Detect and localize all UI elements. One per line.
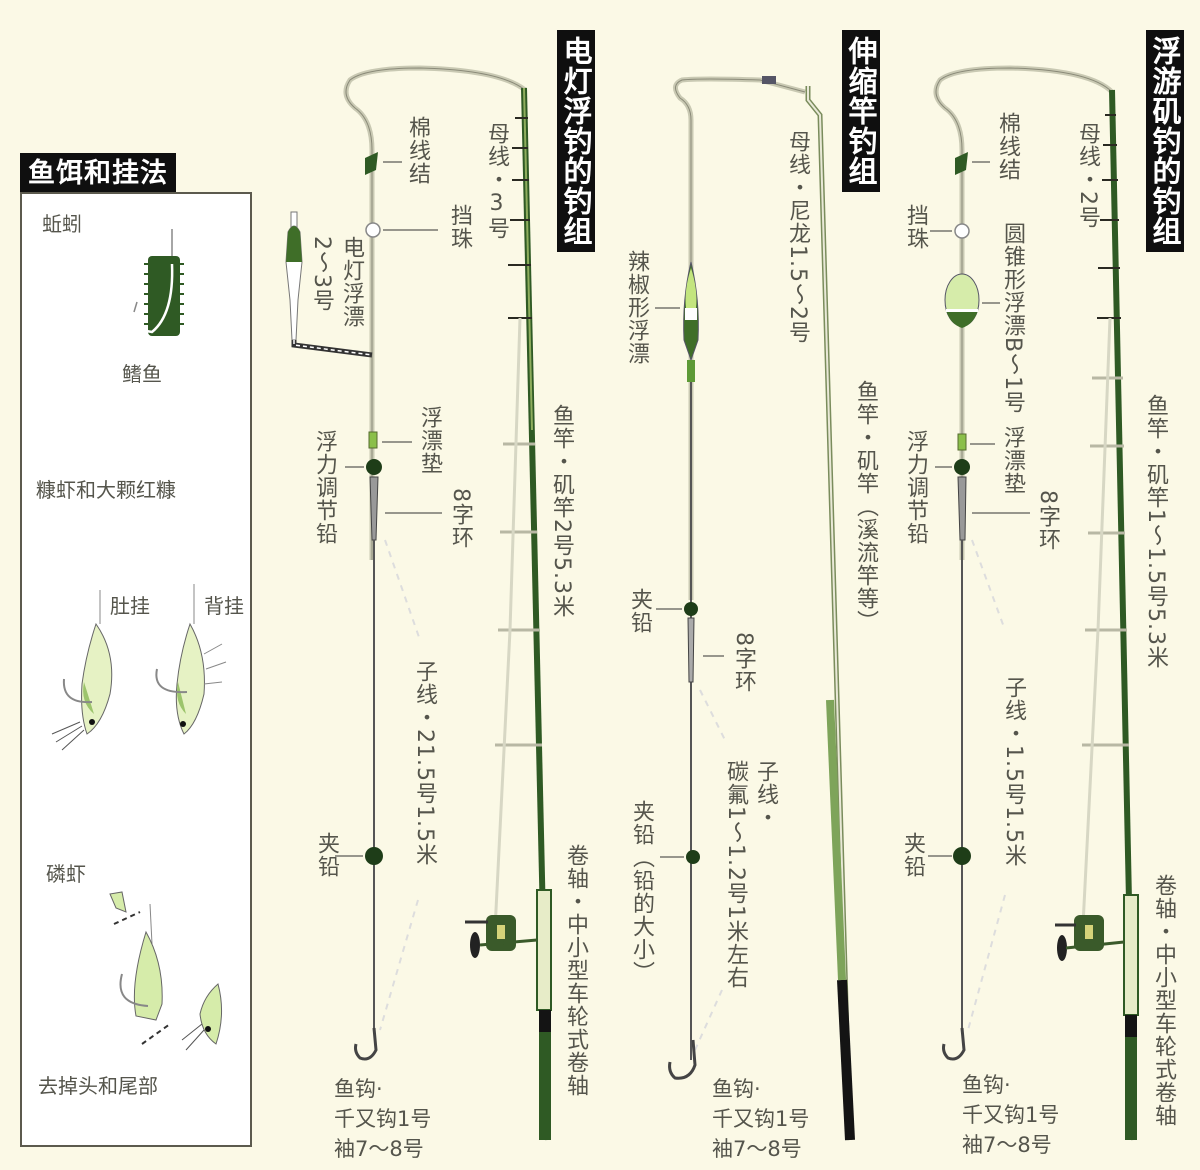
earthworm-on-hook-icon [132, 229, 184, 336]
bait-krill-label: 磷虾 [46, 862, 86, 886]
rig1-graphic [285, 65, 552, 1141]
rig3-rod-label: 鱼竿・矶竿1～1.5号5.3米 [1143, 394, 1168, 669]
rig1-float-label: 电灯浮漂 [339, 236, 364, 328]
bait-panel: 蚯蚓 鳍鱼 糠虾和大颗红糠 肚挂 背挂 磷虾 [20, 192, 252, 1147]
rig3-hook-label: 鱼钩· 千又钩1号 袖7～8号 [962, 1073, 1060, 1157]
rig1-buoyancy-sinker-label: 浮力调节铅 [312, 430, 337, 545]
rig2-leader-label-1: 子线・ [753, 760, 778, 829]
rig2-split-shot-upper-label: 夹铅 [627, 588, 652, 634]
rig2-rod-label: 鱼竿・矶竿（溪流竿等） [853, 380, 878, 633]
rig1-hook-label: 鱼钩· 千又钩1号 袖7～8号 [334, 1077, 432, 1161]
hook-style-back-label: 背挂 [204, 594, 244, 618]
reel-icon-2 [1055, 915, 1125, 961]
rig1-title: 电灯浮钓的钓组 [557, 30, 595, 252]
rig1-leader-label: 子线・21.5号1.5米 [412, 660, 437, 866]
rig1-swivel-label: 8字环 [448, 488, 473, 549]
rig2-swivel-label: 8字环 [731, 632, 756, 693]
rig2-graphic [655, 76, 855, 1141]
bait-earthworm-label: 蚯蚓 [42, 212, 82, 236]
rig2-float-label: 辣椒形浮漂 [624, 250, 649, 365]
rig3-split-shot-label: 夹铅 [900, 832, 925, 878]
rig2-leader-label-2: 碳氟1～1.2号1米左右 [723, 760, 748, 989]
rig3-float-cushion-label: 浮漂垫 [1000, 426, 1025, 495]
rig3-graphic [928, 65, 1139, 1141]
rig1-cotton-knot-label: 棉线结 [405, 116, 430, 185]
rig2-split-shot-lower-label: 夹铅（铅的大小） [629, 800, 654, 984]
rig2-main-line-label: 母线・尼龙1.5～2号 [785, 130, 810, 344]
rig3-cotton-knot-label: 棉线结 [995, 112, 1020, 181]
rig2-hook-label: 鱼钩· 千又钩1号 袖7～8号 [712, 1077, 810, 1161]
rig1-float-size-label: 2～3号 [309, 236, 334, 312]
rig3-buoyancy-sinker-label: 浮力调节铅 [903, 430, 928, 545]
rig3-main-line-label: 母线・2号 [1075, 122, 1100, 229]
rig3-stopper-bead-label: 挡珠 [903, 204, 928, 250]
rig3-float-label: 圆锥形浮漂B～1号 [1000, 222, 1025, 415]
rig1-rod-label: 鱼竿・矶竿2号5.3米 [549, 404, 574, 618]
bait-krill-note: 去掉头和尾部 [38, 1074, 158, 1098]
rig3-title: 浮游矶钓的钓组 [1146, 30, 1184, 252]
reel-icon [465, 915, 538, 958]
bait-mysid-label: 糠虾和大颗红糠 [36, 478, 176, 502]
krill-on-hook-icon [109, 891, 222, 1051]
rig1-split-shot-label: 夹铅 [314, 832, 339, 878]
rig3-swivel-label: 8字环 [1035, 490, 1060, 551]
rig3-reel-label: 卷轴・中小型车轮式卷轴 [1151, 874, 1176, 1127]
rig3-leader-label: 子线・1.5号1.5米 [1001, 676, 1026, 867]
shrimp-on-hook-icons [51, 584, 227, 751]
rig1-main-line-label: 母线・3号 [484, 122, 509, 240]
rig1-stopper-bead-label: 挡珠 [447, 204, 472, 250]
rig1-reel-label: 卷轴・中小型车轮式卷轴 [563, 844, 588, 1097]
hook-style-belly-label: 肚挂 [110, 594, 150, 618]
rig2-title: 伸缩竿钓组 [842, 30, 880, 192]
bait-panel-title: 鱼饵和挂法 [20, 153, 176, 193]
rig1-float-cushion-label: 浮漂垫 [417, 406, 442, 475]
bait-earthworm-sublabel: 鳍鱼 [122, 362, 162, 386]
